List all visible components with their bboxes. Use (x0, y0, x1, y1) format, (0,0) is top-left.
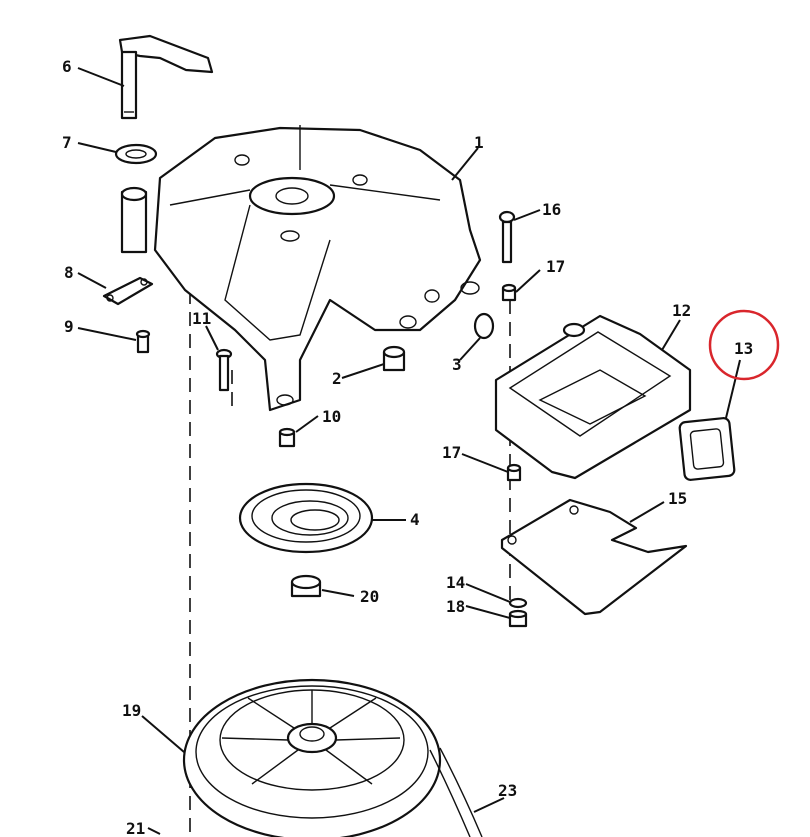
part-8-bracket (102, 276, 154, 306)
callout-2: 2 (332, 369, 342, 388)
callout-labels: 6 7 8 9 1 16 17 11 2 3 10 12 13 17 4 15 … (62, 57, 753, 837)
callout-14: 14 (446, 573, 465, 592)
callout-8: 8 (64, 263, 74, 282)
callout-6: 6 (62, 57, 72, 76)
part-20-bushing (290, 574, 322, 598)
callout-3: 3 (452, 355, 462, 374)
callout-9: 9 (64, 317, 74, 336)
part-6-lever (118, 34, 214, 120)
callout-13: 13 (734, 339, 753, 358)
part-3-clip (473, 312, 495, 340)
part-15-plate (500, 498, 688, 616)
part-11-bolt (215, 348, 233, 392)
callout-18: 18 (446, 597, 465, 616)
callout-23: 23 (498, 781, 517, 800)
callout-7: 7 (62, 133, 72, 152)
part-9-screw (135, 329, 151, 354)
part-16-screw (498, 210, 516, 264)
part-7-washer (114, 143, 158, 165)
callout-11: 11 (192, 309, 211, 328)
part-14-washer (508, 597, 528, 609)
part-17-spacer-lower (506, 463, 522, 482)
callout-17-upper: 17 (546, 257, 565, 276)
callout-19: 19 (122, 701, 141, 720)
part-19-pulley (182, 678, 442, 837)
part-2-bushing (382, 345, 406, 372)
callout-17-lower: 17 (442, 443, 461, 462)
callout-16: 16 (542, 200, 561, 219)
part-4-spring (238, 482, 374, 554)
part-12-housing (494, 314, 692, 480)
part-18-nut (508, 609, 528, 628)
part-1-housing (120, 125, 482, 412)
part-17-spacer-upper (501, 283, 517, 302)
part-23-rope (429, 747, 483, 837)
callout-12: 12 (672, 301, 691, 320)
callout-10: 10 (322, 407, 341, 426)
leader-lines (77, 67, 741, 835)
callout-1: 1 (474, 133, 484, 152)
callout-20: 20 (360, 587, 379, 606)
part-10-spacer (278, 427, 296, 448)
callout-4: 4 (410, 510, 420, 529)
part-13-grommet (678, 417, 736, 481)
callout-21: 21 (126, 819, 145, 837)
highlight-circle (708, 309, 780, 381)
callout-15: 15 (668, 489, 687, 508)
